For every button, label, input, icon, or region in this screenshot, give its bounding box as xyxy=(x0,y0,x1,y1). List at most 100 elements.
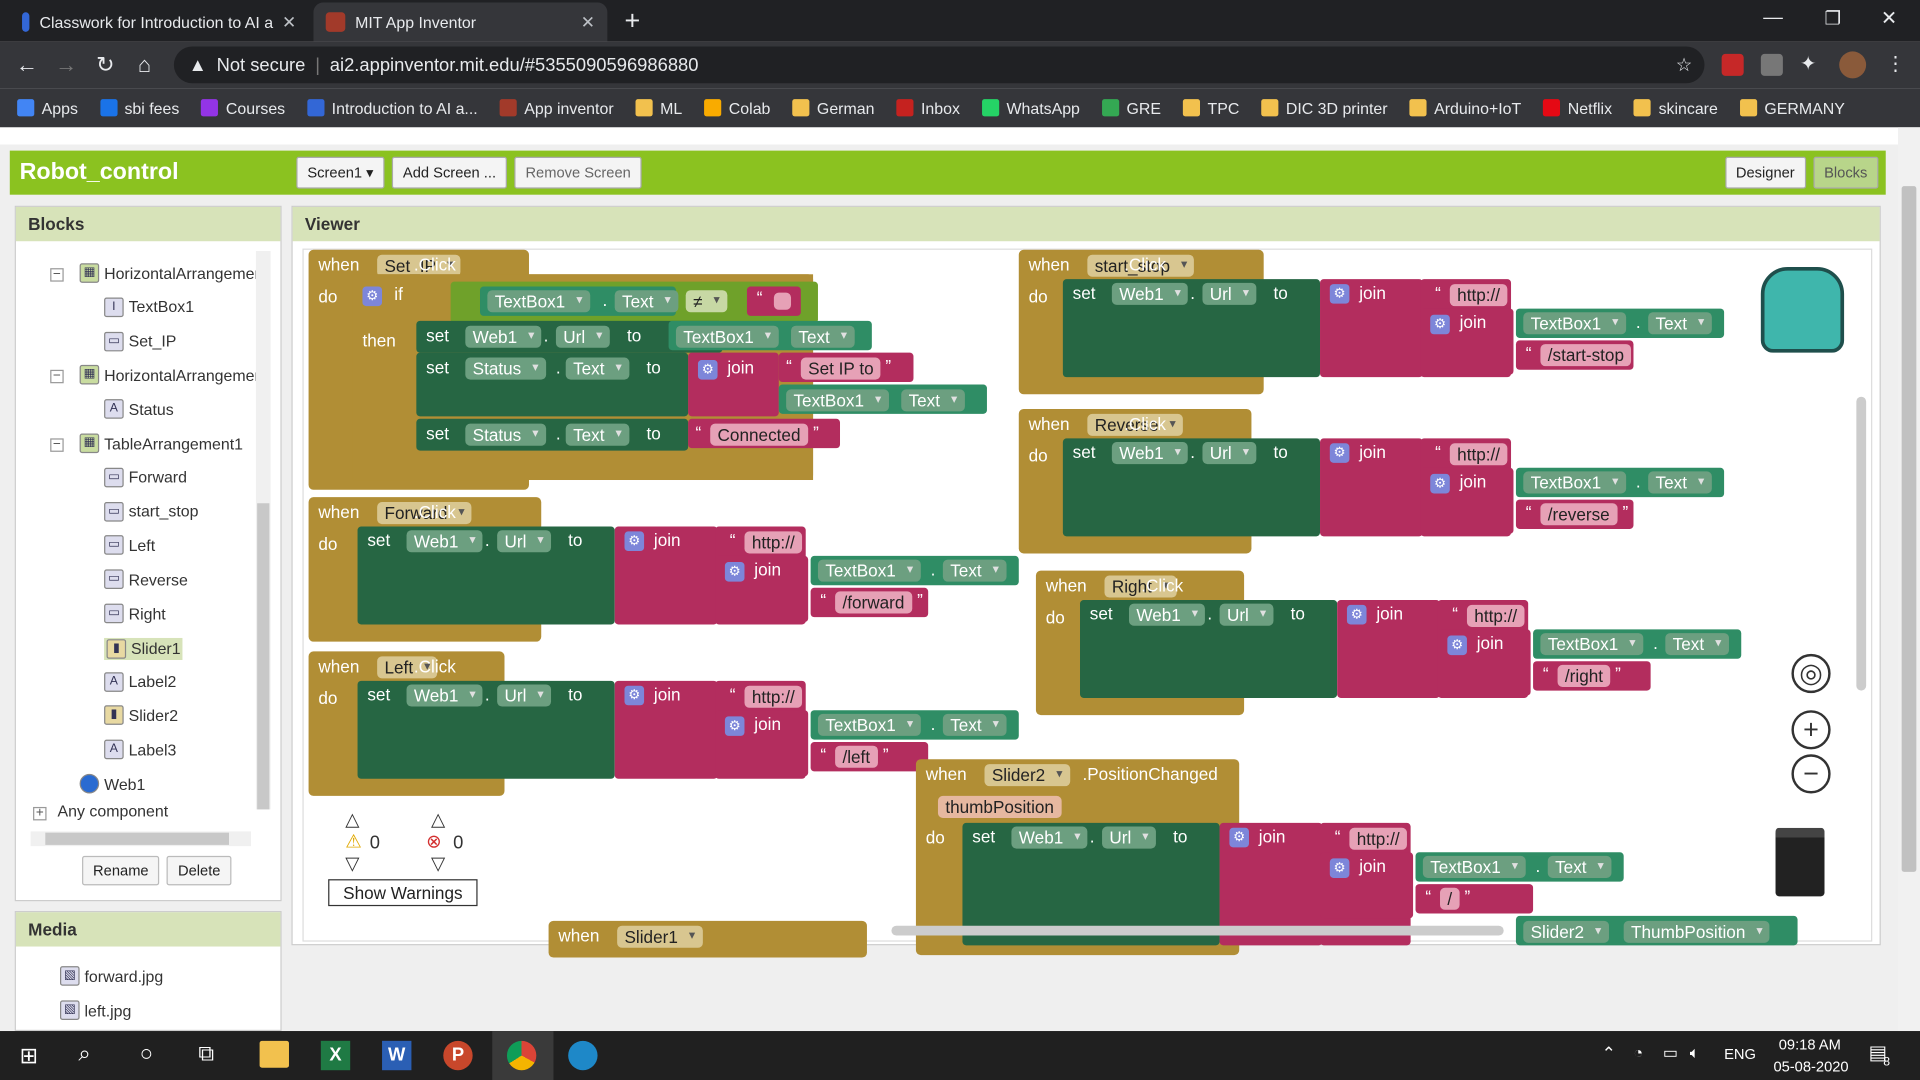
tree-item[interactable]: ●Web1 xyxy=(79,773,145,794)
tree-item[interactable]: ▭Right xyxy=(104,603,166,624)
component-dropdown[interactable]: Forward xyxy=(377,502,472,525)
component-dropdown[interactable]: start_stop xyxy=(1087,254,1195,277)
component-dropdown[interactable]: Left xyxy=(377,656,438,679)
tree-item[interactable]: ▦HorizontalArrangemen xyxy=(79,365,263,385)
extension-m-icon[interactable] xyxy=(1760,53,1783,76)
file-explorer-icon[interactable] xyxy=(259,1040,289,1068)
http-string[interactable]: http:// xyxy=(1466,604,1525,627)
bookmark-item[interactable]: TPC xyxy=(1182,99,1239,117)
blocks-button[interactable]: Blocks xyxy=(1813,156,1879,189)
set-status-text-block[interactable] xyxy=(416,418,689,451)
mutator-gear-icon[interactable]: ⚙ xyxy=(1430,314,1450,335)
media-file[interactable]: ▧forward.jpg xyxy=(60,966,163,986)
chevron-up-icon[interactable]: ⌃ xyxy=(1601,1043,1617,1063)
profile-avatar[interactable] xyxy=(1839,51,1867,79)
bookmark-item[interactable]: DIC 3D printer xyxy=(1261,99,1388,117)
scroll-thumb[interactable] xyxy=(257,503,270,810)
textbox1-dropdown[interactable]: TextBox1 xyxy=(1523,471,1626,494)
text-dropdown[interactable]: Text xyxy=(1648,312,1712,335)
browser-tab-classwork[interactable]: Classwork for Introduction to AI a ✕ xyxy=(10,2,309,41)
bookmark-item[interactable]: ML xyxy=(635,99,682,117)
screen-dropdown[interactable]: Screen1 ▾ xyxy=(296,156,385,189)
mutator-gear-icon[interactable]: ⚙ xyxy=(362,286,383,307)
delete-button[interactable]: Delete xyxy=(166,855,232,886)
language-indicator[interactable]: ENG xyxy=(1724,1045,1756,1063)
set-web1-url-block[interactable] xyxy=(357,526,615,625)
tree-item-any-component[interactable]: Any component xyxy=(58,802,169,820)
set-web1-url-block[interactable] xyxy=(1080,600,1338,698)
bookmark-item[interactable]: WhatsApp xyxy=(981,99,1080,117)
zoom-in-icon[interactable]: + xyxy=(1791,710,1831,750)
collapse-icon[interactable]: − xyxy=(50,438,64,452)
textbox1-dropdown[interactable]: TextBox1 xyxy=(817,713,921,736)
textbox1-dropdown[interactable]: TextBox1 xyxy=(487,290,590,313)
clock-time[interactable]: 09:18 AM xyxy=(1778,1035,1841,1054)
textbox1-dropdown[interactable]: TextBox1 xyxy=(786,389,889,412)
bookmark-item[interactable]: App inventor xyxy=(499,99,614,117)
scroll-thumb[interactable] xyxy=(1901,186,1917,872)
text-dropdown[interactable]: Text xyxy=(791,325,855,348)
powerpoint-icon[interactable]: P xyxy=(443,1040,473,1071)
mutator-gear-icon[interactable]: ⚙ xyxy=(1329,284,1350,304)
url-dropdown[interactable]: Url xyxy=(1202,282,1257,305)
mutator-gear-icon[interactable]: ⚙ xyxy=(1329,858,1350,878)
web1-dropdown[interactable]: Web1 xyxy=(1128,603,1206,626)
bookmark-item[interactable]: Apps xyxy=(17,99,78,117)
textbox1-dropdown[interactable]: TextBox1 xyxy=(817,559,921,582)
mutator-gear-icon[interactable]: ⚙ xyxy=(1430,473,1450,494)
http-string[interactable]: http:// xyxy=(1449,443,1508,466)
new-tab-icon[interactable]: + xyxy=(624,4,641,36)
clock-date[interactable]: 05-08-2020 xyxy=(1773,1057,1849,1076)
tree-item[interactable]: ▭start_stop xyxy=(104,501,198,522)
web1-dropdown[interactable]: Web1 xyxy=(406,684,483,707)
tree-item[interactable]: ▭Forward xyxy=(104,467,187,488)
edge-icon[interactable] xyxy=(568,1040,598,1071)
set-status-text-block[interactable] xyxy=(416,352,689,417)
tree-item[interactable]: ▮Slider2 xyxy=(104,705,178,726)
mutator-gear-icon[interactable]: ⚙ xyxy=(697,360,718,380)
tree-vertical-scrollbar[interactable] xyxy=(255,251,271,810)
web1-dropdown[interactable]: Web1 xyxy=(1111,282,1189,305)
slider1-dropdown[interactable]: Slider1 xyxy=(617,925,703,948)
url-dropdown[interactable]: Url xyxy=(1219,603,1274,626)
windows-start-icon[interactable]: ⊞ xyxy=(19,1043,39,1068)
text-dropdown[interactable]: Text xyxy=(942,713,1007,736)
warnings-up-arrow-icon[interactable]: △ xyxy=(345,809,360,831)
cortana-icon[interactable]: ○ xyxy=(139,1040,153,1066)
workspace-vertical-scrollbar[interactable] xyxy=(1856,396,1867,691)
thumb-position-param[interactable]: thumbPosition xyxy=(937,795,1062,818)
tree-item[interactable]: ▦HorizontalArrangemen xyxy=(79,263,263,283)
extension-pocket-icon[interactable] xyxy=(1721,53,1744,76)
page-scrollbar[interactable] xyxy=(1897,127,1920,1032)
bookmark-item[interactable]: Introduction to AI a... xyxy=(307,99,478,117)
mutator-gear-icon[interactable]: ⚙ xyxy=(724,716,745,736)
web1-dropdown[interactable]: Web1 xyxy=(406,530,483,553)
url-dropdown[interactable]: Url xyxy=(1102,826,1156,849)
workspace-horizontal-scrollbar[interactable] xyxy=(891,925,1504,936)
web1-dropdown[interactable]: Web1 xyxy=(1011,826,1088,849)
browser-tab-app-inventor[interactable]: MIT App Inventor ✕ xyxy=(313,2,608,42)
errors-up-arrow-icon[interactable]: △ xyxy=(431,809,446,831)
mutator-gear-icon[interactable]: ⚙ xyxy=(1329,443,1350,463)
slider2-dropdown[interactable]: Slider2 xyxy=(1523,920,1609,943)
media-file[interactable]: ▧left.jpg xyxy=(60,1000,131,1021)
mutator-gear-icon[interactable]: ⚙ xyxy=(624,531,645,552)
text-dropdown[interactable]: Text xyxy=(1648,471,1712,494)
url-dropdown[interactable]: Url xyxy=(555,325,610,348)
excel-icon[interactable]: X xyxy=(320,1040,351,1071)
web1-dropdown[interactable]: Web1 xyxy=(1111,442,1189,465)
mutator-gear-icon[interactable]: ⚙ xyxy=(1229,827,1249,848)
when-slider1-block[interactable] xyxy=(548,920,867,958)
forward-icon[interactable]: → xyxy=(55,52,78,77)
bookmark-item[interactable]: GERMANY xyxy=(1739,99,1845,117)
chrome-icon[interactable] xyxy=(506,1040,537,1071)
mutator-gear-icon[interactable]: ⚙ xyxy=(1346,604,1367,625)
restore-icon[interactable]: ❐ xyxy=(1824,8,1841,30)
bookmark-item[interactable]: Inbox xyxy=(896,99,960,117)
text-dropdown[interactable]: Text xyxy=(1547,855,1612,878)
path-string[interactable]: /forward xyxy=(835,591,912,614)
